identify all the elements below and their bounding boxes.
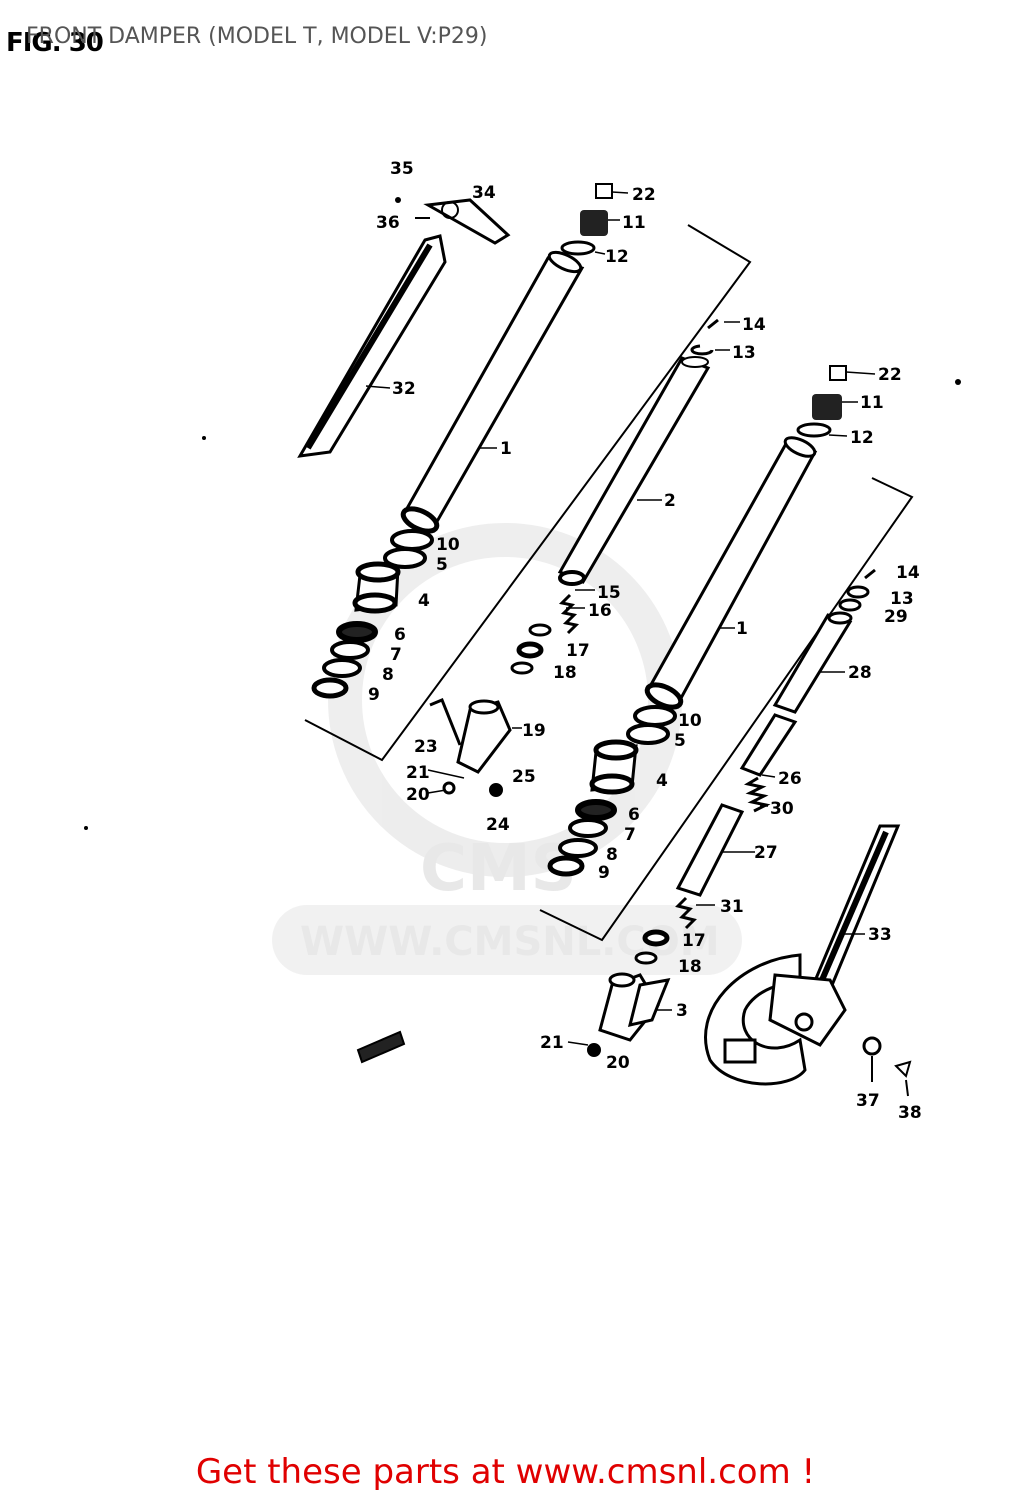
part-label-15: 15	[597, 583, 621, 603]
left-assembly-outline	[304, 224, 752, 762]
tube-27	[675, 803, 745, 930]
part-label-18: 18	[553, 663, 577, 683]
part-label-33: 33	[868, 925, 892, 945]
part-label-4: 4	[418, 591, 430, 611]
part-label-28: 28	[848, 663, 872, 683]
part-label-13: 13	[732, 343, 756, 363]
part-label-8: 8	[382, 665, 394, 685]
part-label-13-right: 13	[890, 589, 914, 609]
part-label-12: 12	[605, 247, 629, 267]
part-label-21-right: 21	[540, 1033, 564, 1053]
badge	[356, 1030, 406, 1064]
spring-26-30	[739, 713, 798, 813]
part-label-23: 23	[414, 737, 438, 757]
right-assembly-outline	[539, 477, 914, 942]
watermark-banner	[272, 905, 742, 975]
part-label-37: 37	[856, 1091, 880, 1111]
cap-11-left	[560, 183, 613, 256]
valve-holder-19	[429, 623, 552, 797]
part-label-6-right: 6	[628, 805, 640, 825]
part-label-22: 22	[632, 185, 656, 205]
part-label-32: 32	[392, 379, 416, 399]
part-label-26: 26	[778, 769, 802, 789]
part-label-3: 3	[676, 1001, 688, 1021]
part-label-24: 24	[486, 815, 510, 835]
part-label-25: 25	[512, 767, 536, 787]
part-label-8-right: 8	[606, 845, 618, 865]
part-label-9: 9	[368, 685, 380, 705]
part-label-12-right: 12	[850, 428, 874, 448]
cover-33	[704, 824, 901, 1086]
part-label-4-right: 4	[656, 771, 668, 791]
part-label-17: 17	[566, 641, 590, 661]
part-label-5-right: 5	[674, 731, 686, 751]
valve-holder-3	[587, 929, 671, 1057]
part-label-14-right: 14	[896, 563, 920, 583]
part-label-16: 16	[588, 601, 612, 621]
watermark: WWW.CMSNL.COM CMS	[272, 523, 742, 975]
part-label-29: 29	[884, 607, 908, 627]
part-label-11: 11	[622, 213, 646, 233]
part-label-30: 30	[770, 799, 794, 819]
part-label-36: 36	[376, 213, 400, 233]
part-label-35: 35	[390, 159, 414, 179]
leader-lines	[365, 191, 876, 1046]
part-label-10-right: 10	[678, 711, 702, 731]
figure-number: FIG. 30	[6, 28, 104, 58]
part-label-22-right: 22	[878, 365, 902, 385]
part-label-9-right: 9	[598, 863, 610, 883]
cover-32	[297, 234, 447, 458]
part-label-27: 27	[754, 843, 778, 863]
seal-stack-left	[311, 529, 434, 699]
bolt-37-38	[862, 1036, 912, 1097]
inner-tube-1-right	[644, 436, 818, 710]
part-label-14: 14	[742, 315, 766, 335]
part-label-10: 10	[436, 535, 460, 555]
part-label-18-right: 18	[678, 957, 702, 977]
diagram-title: FRONT DAMPER (MODEL T, MODEL V:P29)	[26, 24, 488, 49]
tube-28	[772, 568, 876, 714]
part-label-5: 5	[436, 555, 448, 575]
spring-16	[558, 593, 580, 635]
part-label-7-right: 7	[624, 825, 636, 845]
inner-tube-1-left	[400, 250, 585, 534]
part-label-20: 20	[406, 785, 430, 805]
part-label-21: 21	[406, 763, 430, 783]
part-label-11-right: 11	[860, 393, 884, 413]
part-label-1: 1	[500, 439, 512, 459]
bracket-34	[395, 197, 511, 245]
part-label-20-right: 20	[606, 1053, 630, 1073]
part-label-17-right: 17	[682, 931, 706, 951]
part-label-38: 38	[898, 1103, 922, 1123]
part-label-6: 6	[394, 625, 406, 645]
footer-link-text[interactable]: Get these parts at www.cmsnl.com !	[195, 1452, 816, 1492]
stray-dots	[84, 379, 961, 830]
part-label-34: 34	[472, 183, 496, 203]
part-label-31: 31	[720, 897, 744, 917]
part-label-7: 7	[390, 645, 402, 665]
part-label-1-right: 1	[736, 619, 748, 639]
part-label-19: 19	[522, 721, 546, 741]
cap-11-right	[796, 365, 847, 438]
damper-rod-2	[557, 318, 719, 586]
part-labels: 35 34 36 22 11 12 14 13 32 1 2 10 5 4 6 …	[368, 159, 922, 1123]
seal-stack-right	[547, 705, 677, 877]
part-label-2: 2	[664, 491, 676, 511]
